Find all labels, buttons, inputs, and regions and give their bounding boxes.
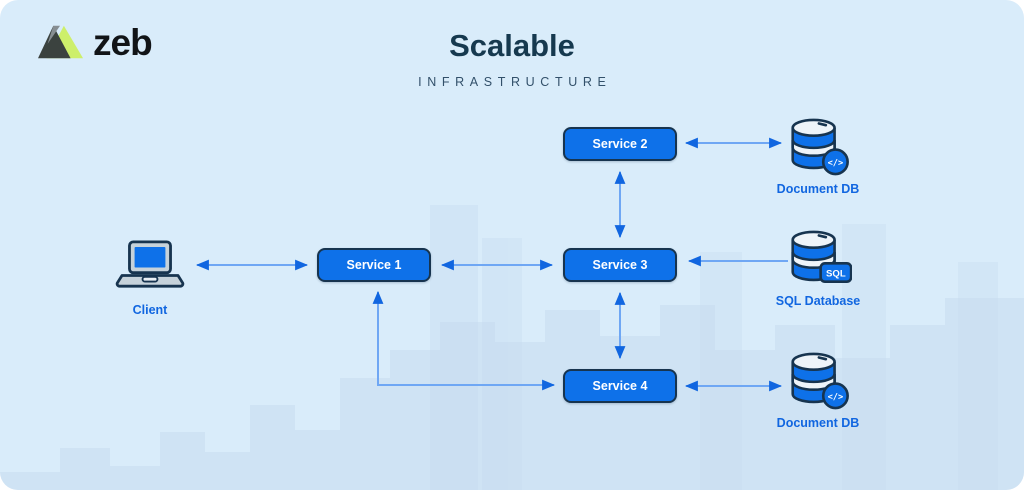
code-badge-icon: </> <box>828 158 844 168</box>
sql-database-node: SQL SQL Database <box>753 228 883 308</box>
page-title: Scalable <box>449 28 575 63</box>
sql-badge-icon: SQL <box>826 268 846 279</box>
service-1-label: Service 1 <box>346 258 402 272</box>
laptop-icon <box>115 240 185 288</box>
service-2-label: Service 2 <box>592 137 648 151</box>
service-3-label: Service 3 <box>592 258 648 272</box>
zeb-logo-text: zeb <box>93 21 153 63</box>
sql-database-icon: SQL <box>791 230 852 283</box>
page-subtitle: INFRASTRUCTURE <box>418 75 612 89</box>
client-label: Client <box>132 303 168 317</box>
service-4-label: Service 4 <box>592 379 648 393</box>
document-db-top-node: </> Document DB <box>753 116 883 196</box>
document-db-bottom-label: Document DB <box>776 416 860 430</box>
code-badge-icon: </> <box>828 392 844 402</box>
client-node: Client <box>101 240 199 317</box>
sql-database-label: SQL Database <box>775 294 861 308</box>
zeb-logo-triangle-icon <box>38 25 84 59</box>
document-db-top-label: Document DB <box>776 182 860 196</box>
document-db-bottom-node: </> Document DB <box>753 350 883 430</box>
service-4-box: Service 4 <box>563 369 677 403</box>
service-2-box: Service 2 <box>563 127 677 161</box>
service-1-box: Service 1 <box>317 248 431 282</box>
zeb-logo: zeb <box>38 21 153 63</box>
document-db-icon: </> <box>791 118 849 176</box>
document-db-icon: </> <box>791 352 849 410</box>
service-3-box: Service 3 <box>563 248 677 282</box>
